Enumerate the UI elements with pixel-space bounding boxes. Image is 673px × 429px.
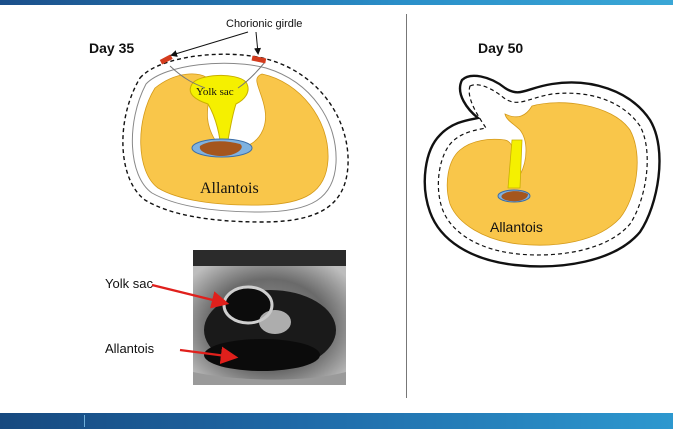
bottom-accent-bar xyxy=(0,413,673,429)
panel-divider xyxy=(406,14,407,398)
day35-yolk-sac xyxy=(189,75,249,141)
day50-conceptus-diagram xyxy=(423,74,661,268)
day50-outer-boundary xyxy=(423,74,661,268)
day50-allantois-region xyxy=(446,102,638,246)
yolk-sac-diagram-label: Yolk sac xyxy=(196,86,234,98)
allantois-arrow xyxy=(179,346,239,365)
ultrasound-image xyxy=(193,250,346,385)
ultrasound-allantois-label: Allantois xyxy=(105,341,155,356)
chorionic-girdle-label: Chorionic girdle xyxy=(226,18,303,30)
day50-dashed-membrane xyxy=(437,84,648,256)
day35-title: Day 35 xyxy=(89,40,135,56)
day35-allantois-region xyxy=(140,73,329,206)
day35-embryo xyxy=(199,141,242,156)
day50-embryo xyxy=(501,191,528,202)
day50-title: Day 50 xyxy=(478,40,524,56)
day35-chorionic-girdle-left xyxy=(159,54,173,65)
day50-yolk-stalk xyxy=(507,139,523,189)
top-accent-bar xyxy=(0,0,673,5)
yolk-sac-arrow xyxy=(151,283,230,309)
allantois-day35-label: Allantois xyxy=(200,180,259,197)
day35-conceptus-diagram xyxy=(122,31,349,223)
allantois-day50-label: Allantois xyxy=(490,219,543,235)
bottom-bar-divider xyxy=(84,415,85,427)
ultrasound-yolk-sac-label: Yolk sac xyxy=(105,276,153,291)
day35-chorionic-girdle-right xyxy=(251,55,267,64)
day35-inner-membrane xyxy=(131,62,337,213)
